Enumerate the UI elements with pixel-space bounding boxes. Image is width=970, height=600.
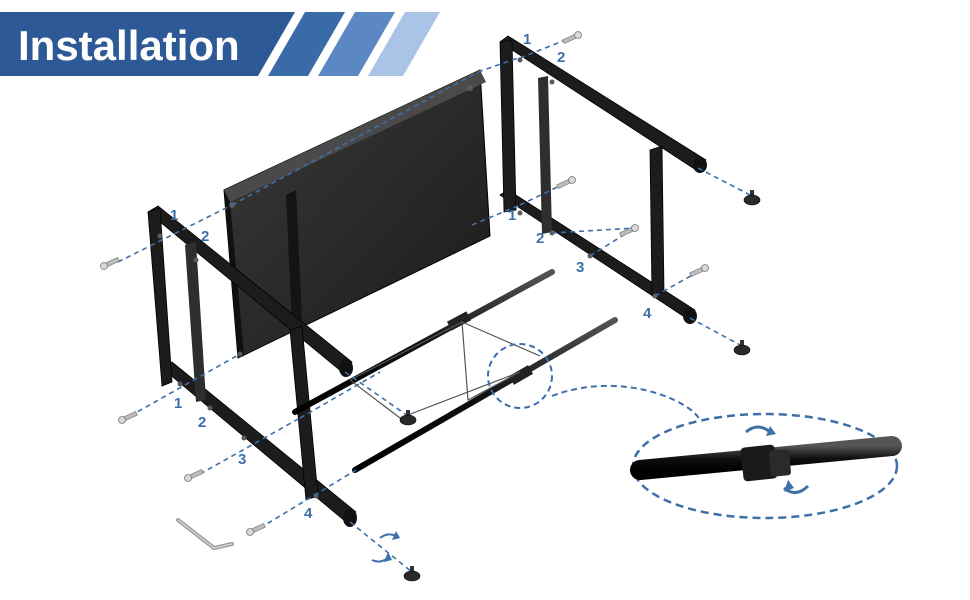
banner-stripe-3 — [368, 12, 440, 76]
step-label: 2 — [201, 228, 209, 245]
step-label: 1 — [174, 395, 182, 412]
bar-end-cap — [693, 157, 707, 173]
banner-stripe-1 — [268, 12, 345, 76]
step-label: 2 — [198, 414, 206, 431]
step-label: 2 — [557, 49, 565, 66]
tie-wire — [349, 321, 521, 419]
foot-cap-icon — [399, 410, 417, 426]
step-labels: 1 2 1 2 1 2 3 4 1 2 3 4 — [170, 31, 652, 522]
foot-caps — [399, 190, 761, 582]
title-banner: Installation — [0, 12, 440, 76]
step-label: 3 — [576, 259, 584, 276]
rod-coupler — [446, 311, 472, 331]
screws — [100, 31, 709, 536]
right-frame — [499, 35, 707, 324]
step-label: 1 — [523, 31, 531, 48]
step-label: 4 — [304, 505, 313, 522]
banner-stripe-2 — [318, 12, 395, 76]
rotate-arrow-icon — [371, 531, 400, 563]
screw-icon — [562, 31, 582, 45]
step-label: 1 — [170, 207, 178, 224]
shelf-panel — [223, 69, 491, 359]
screw-icon — [100, 256, 120, 270]
step-label: 1 — [508, 207, 516, 224]
left-frame — [147, 205, 357, 527]
screw-icon — [118, 410, 138, 424]
step-label: 2 — [536, 230, 544, 247]
banner-bg — [0, 12, 295, 76]
step-label: 4 — [643, 305, 652, 322]
foot-cap-icon — [743, 190, 761, 206]
screw-icon — [556, 176, 576, 190]
screw-icon — [689, 264, 709, 278]
step-label: 3 — [238, 451, 246, 468]
screw-icon — [184, 468, 204, 482]
foot-cap-icon — [733, 340, 751, 356]
cross-rods — [292, 269, 618, 473]
magnifier-callout-icon — [487, 343, 902, 520]
screw-icon — [619, 224, 639, 238]
page-title: Installation — [18, 22, 240, 69]
screw-icon — [246, 522, 266, 536]
foot-cap-icon — [403, 566, 421, 582]
allen-key-icon — [176, 518, 234, 550]
